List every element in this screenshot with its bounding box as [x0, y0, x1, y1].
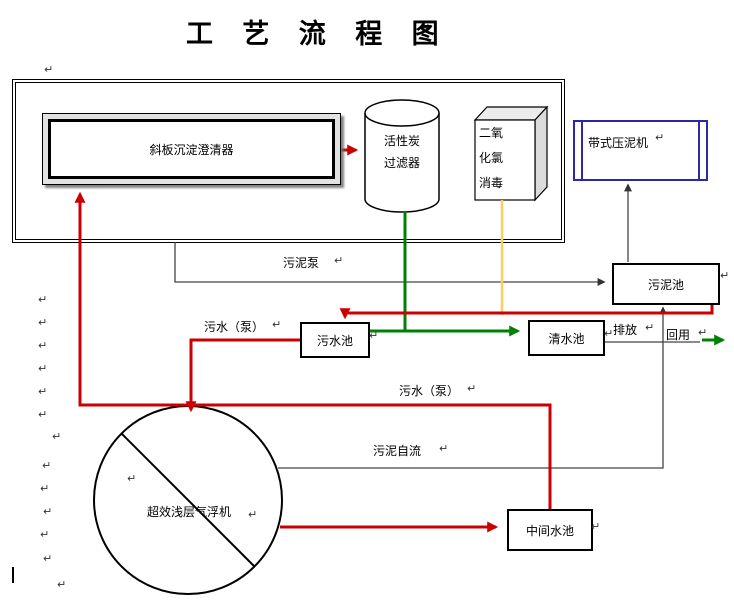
sludge-pool-label: 污泥池 — [647, 277, 684, 292]
text-cursor — [12, 567, 14, 583]
disinfection-cube-shape[interactable] — [473, 105, 549, 202]
paragraph-mark: ↵ — [334, 254, 344, 267]
paragraph-mark: ↵ — [38, 293, 48, 306]
paragraph-mark: ↵ — [127, 472, 137, 485]
carbon-filter-label: 活性炭 过滤器 — [383, 134, 420, 170]
paragraph-mark: ↵ — [655, 131, 665, 144]
paragraph-mark: ↵ — [43, 505, 53, 518]
gray-flow-lines — [174, 183, 700, 469]
paragraph-mark: ↵ — [38, 339, 48, 352]
node-mid-pool[interactable]: 中间水池 — [507, 509, 593, 551]
paragraph-mark: ↵ — [52, 430, 62, 443]
clean-pool-label: 清水池 — [548, 331, 585, 346]
paragraph-mark: ↵ — [369, 329, 379, 342]
label-sludge-gravity: 污泥自流 — [373, 444, 422, 458]
node-sewage-pool[interactable]: 污水池 — [300, 322, 370, 358]
paragraph-mark: ↵ — [44, 63, 54, 76]
label-sludge-pump: 污泥泵 — [283, 256, 320, 270]
paragraph-mark: ↵ — [43, 552, 53, 565]
paragraph-mark: ↵ — [720, 269, 730, 282]
paragraph-mark: ↵ — [42, 459, 52, 472]
paragraph-mark: ↵ — [420, 21, 431, 36]
paragraph-mark: ↵ — [645, 321, 655, 334]
flotation-label: 超效浅层气浮机 — [146, 505, 231, 519]
paragraph-mark: ↵ — [40, 482, 50, 495]
node-belt-press[interactable]: 带式压泥机 — [573, 120, 708, 181]
green-flow-lines — [368, 211, 726, 346]
paragraph-mark: ↵ — [38, 316, 48, 329]
label-sewage-pump-lower: 污水（泵） — [399, 384, 460, 398]
sewage-pool-label: 污水池 — [316, 333, 353, 348]
paragraph-mark: ↵ — [40, 528, 50, 541]
paragraph-mark: ↵ — [604, 327, 614, 340]
paragraph-mark: ↵ — [248, 508, 258, 521]
disinfection-label: 二氧 化氯 消毒 — [479, 126, 504, 190]
label-sewage-pump-upper: 污水（泵） — [204, 320, 265, 334]
paragraph-mark: ↵ — [439, 442, 449, 455]
paragraph-mark: ↵ — [272, 318, 282, 331]
sludge-gravity-line — [278, 306, 667, 469]
paragraph-mark: ↵ — [698, 326, 708, 339]
paragraph-mark: ↵ — [38, 408, 48, 421]
label-reuse: 回用 — [666, 328, 691, 342]
beltpress-left-bar — [581, 122, 583, 179]
treatment-unit-enclosure[interactable] — [12, 79, 565, 243]
node-clean-pool[interactable]: 清水池 — [528, 320, 605, 356]
sewagepool-to-flotation-arrow — [185, 338, 300, 413]
sludge-pump-line — [174, 242, 606, 286]
midpool-to-clarifier-arrow — [74, 191, 552, 509]
page-title: 工 艺 流 程 图 — [186, 19, 449, 50]
red-flow-lines — [74, 144, 714, 533]
paragraph-mark: ↵ — [57, 578, 67, 591]
flotation-circle-shape[interactable] — [93, 405, 283, 595]
paragraph-mark: ↵ — [38, 362, 48, 375]
node-clarifier[interactable]: 斜板沉淀澄清器 — [42, 113, 341, 185]
node-sludge-pool[interactable]: 污泥池 — [612, 263, 720, 305]
paragraph-mark: ↵ — [467, 382, 477, 395]
label-discharge: 排放 — [613, 323, 638, 337]
paragraph-mark: ↵ — [38, 385, 48, 398]
clarifier-label: 斜板沉淀澄清器 — [48, 119, 335, 179]
belt-press-label: 带式压泥机 — [588, 136, 649, 150]
carbon-filter-cylinder-shape[interactable] — [364, 99, 440, 213]
mid-pool-label: 中间水池 — [525, 523, 574, 538]
flotation-diagonal-line — [121, 433, 255, 567]
sludgepool-to-sewagepool-arrow — [339, 303, 714, 320]
beltpress-right-bar — [698, 122, 700, 179]
paragraph-mark: ↵ — [591, 520, 601, 533]
